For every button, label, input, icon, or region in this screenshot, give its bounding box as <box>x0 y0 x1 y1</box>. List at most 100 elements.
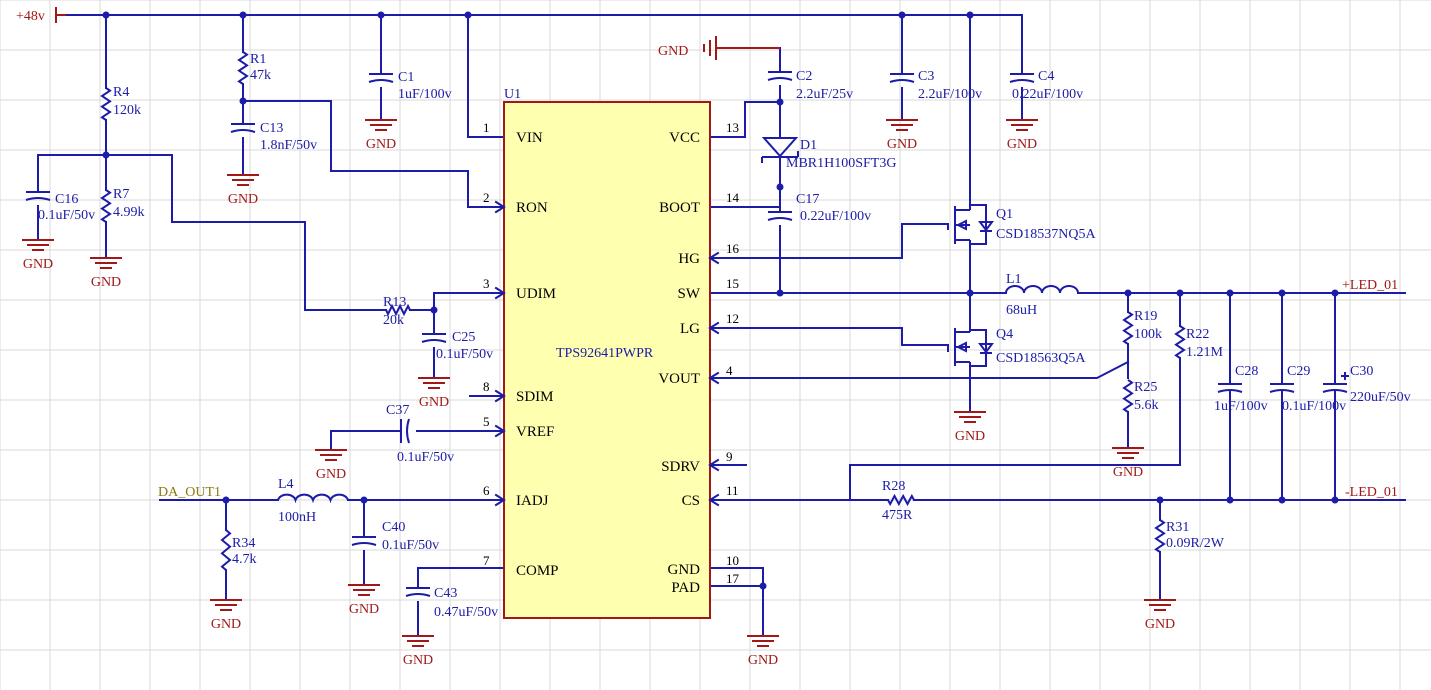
value-c13: 1.8nF/50v <box>260 138 317 153</box>
designator-c43: C43 <box>434 586 457 601</box>
pin-num-2: 2 <box>483 190 490 205</box>
gnd-label: GND <box>1145 617 1175 632</box>
value-r22: 1.21M <box>1186 345 1224 360</box>
part-c17[interactable] <box>767 211 793 221</box>
designator-c4: C4 <box>1038 69 1054 84</box>
designator-c1: C1 <box>398 70 414 85</box>
pin-name-udim: UDIM <box>516 286 556 302</box>
ic-designator: U1 <box>504 87 521 102</box>
value-c30: 220uF/50v <box>1350 390 1411 405</box>
pin-num-6: 6 <box>483 483 490 498</box>
value-c2: 2.2uF/25v <box>796 87 853 102</box>
part-c2[interactable] <box>767 71 793 81</box>
inductor-l1[interactable] <box>1005 285 1079 294</box>
value-r31: 0.09R/2W <box>1166 536 1225 551</box>
part-r1[interactable] <box>237 51 249 85</box>
designator-r28: R28 <box>882 479 905 494</box>
pin-num-5: 5 <box>483 414 490 429</box>
gnd-symbol: GND <box>418 377 450 410</box>
gnd-label: GND <box>23 257 53 272</box>
gnd-label: GND <box>955 429 985 444</box>
part-r19[interactable] <box>1122 311 1134 345</box>
pin-name-pad: PAD <box>671 580 700 596</box>
part-c25[interactable] <box>421 333 447 343</box>
pin-name-sdim: SDIM <box>516 389 554 405</box>
value-r1: 47k <box>250 68 271 83</box>
pin-num-7: 7 <box>483 553 490 568</box>
part-c13[interactable] <box>230 123 256 133</box>
pin-num-15: 15 <box>726 276 739 291</box>
mosfet-q4[interactable] <box>947 328 994 367</box>
value-c25: 0.1uF/50v <box>436 347 493 362</box>
pin-name-vin: VIN <box>516 130 543 146</box>
pin-num-4: 4 <box>726 363 733 378</box>
value-r7: 4.99k <box>113 205 145 220</box>
designator-c40: C40 <box>382 520 405 535</box>
gnd-symbol: GND <box>886 119 918 152</box>
designator-r34: R34 <box>232 536 255 551</box>
part-r7[interactable] <box>100 189 112 223</box>
designator-c17: C17 <box>796 192 819 207</box>
part-c37[interactable] <box>400 418 410 444</box>
pin-num-12: 12 <box>726 311 739 326</box>
value-r34: 4.7k <box>232 552 257 567</box>
part-r13[interactable] <box>385 303 411 317</box>
part-r28[interactable] <box>887 493 915 507</box>
part-c30[interactable] <box>1322 383 1348 393</box>
power-gnd-c2: GND <box>658 36 780 60</box>
gnd-symbol: GND <box>365 119 397 152</box>
net-labels: +LED_01 -LED_01 DA_OUT1 <box>158 278 1398 500</box>
gnd-label: GND <box>228 192 258 207</box>
pin-name-vref: VREF <box>516 424 554 440</box>
part-c40[interactable] <box>351 536 377 546</box>
gnd-symbol: GND <box>1112 447 1144 480</box>
designator-c30: C30 <box>1350 364 1373 379</box>
value-c4: 0.22uF/100v <box>1012 87 1083 102</box>
pin-name-cs: CS <box>682 493 700 509</box>
mosfet-q1[interactable] <box>947 204 994 245</box>
gnd-label: GND <box>366 137 396 152</box>
designator-c29: C29 <box>1287 364 1310 379</box>
gnd-label: GND <box>419 395 449 410</box>
part-r31[interactable] <box>1154 519 1166 553</box>
gnd-symbol: GND <box>348 584 380 617</box>
value-c17: 0.22uF/100v <box>800 209 871 224</box>
designator-r13: R13 <box>383 295 406 310</box>
designator-c16: C16 <box>55 192 78 207</box>
part-r25[interactable] <box>1122 379 1134 413</box>
pin-num-11: 11 <box>726 483 739 498</box>
part-c1[interactable] <box>368 73 394 83</box>
pin-name-comp: COMP <box>516 563 559 579</box>
pin-num-13: 13 <box>726 120 739 135</box>
designator-q1: Q1 <box>996 207 1013 222</box>
value-r4: 120k <box>113 103 141 118</box>
pin-name-gnd: GND <box>668 562 701 578</box>
gnd-label: GND <box>887 137 917 152</box>
part-c28[interactable] <box>1217 383 1243 393</box>
part-r22[interactable] <box>1174 325 1186 359</box>
pin-name-ron: RON <box>516 200 548 216</box>
part-c16[interactable] <box>25 191 51 201</box>
designator-r25: R25 <box>1134 380 1157 395</box>
part-c4[interactable] <box>1009 73 1035 83</box>
diode-d1[interactable] <box>761 137 799 163</box>
part-c29[interactable] <box>1269 383 1295 393</box>
part-r34[interactable] <box>220 529 232 571</box>
designator-c37: C37 <box>386 403 409 418</box>
value-r13: 20k <box>383 313 404 328</box>
inductor-l4[interactable] <box>277 493 349 504</box>
c30-polarity-mark <box>1341 372 1349 380</box>
pin-num-17: 17 <box>726 571 740 586</box>
designator-r1: R1 <box>250 52 266 67</box>
gnd-label: GND <box>349 602 379 617</box>
value-c16: 0.1uF/50v <box>38 208 95 223</box>
gnd-label: GND <box>748 653 778 668</box>
part-c3[interactable] <box>889 73 915 83</box>
value-c29: 0.1uF/100v <box>1282 399 1346 414</box>
part-r4[interactable] <box>100 87 112 121</box>
part-c43[interactable] <box>405 587 431 597</box>
designator-d1: D1 <box>800 138 817 153</box>
ic-u1[interactable]: U1 TPS92641PWPR VIN 1 RON 2 UDIM 3 SDIM … <box>483 87 740 619</box>
value-r25: 5.6k <box>1134 398 1159 413</box>
